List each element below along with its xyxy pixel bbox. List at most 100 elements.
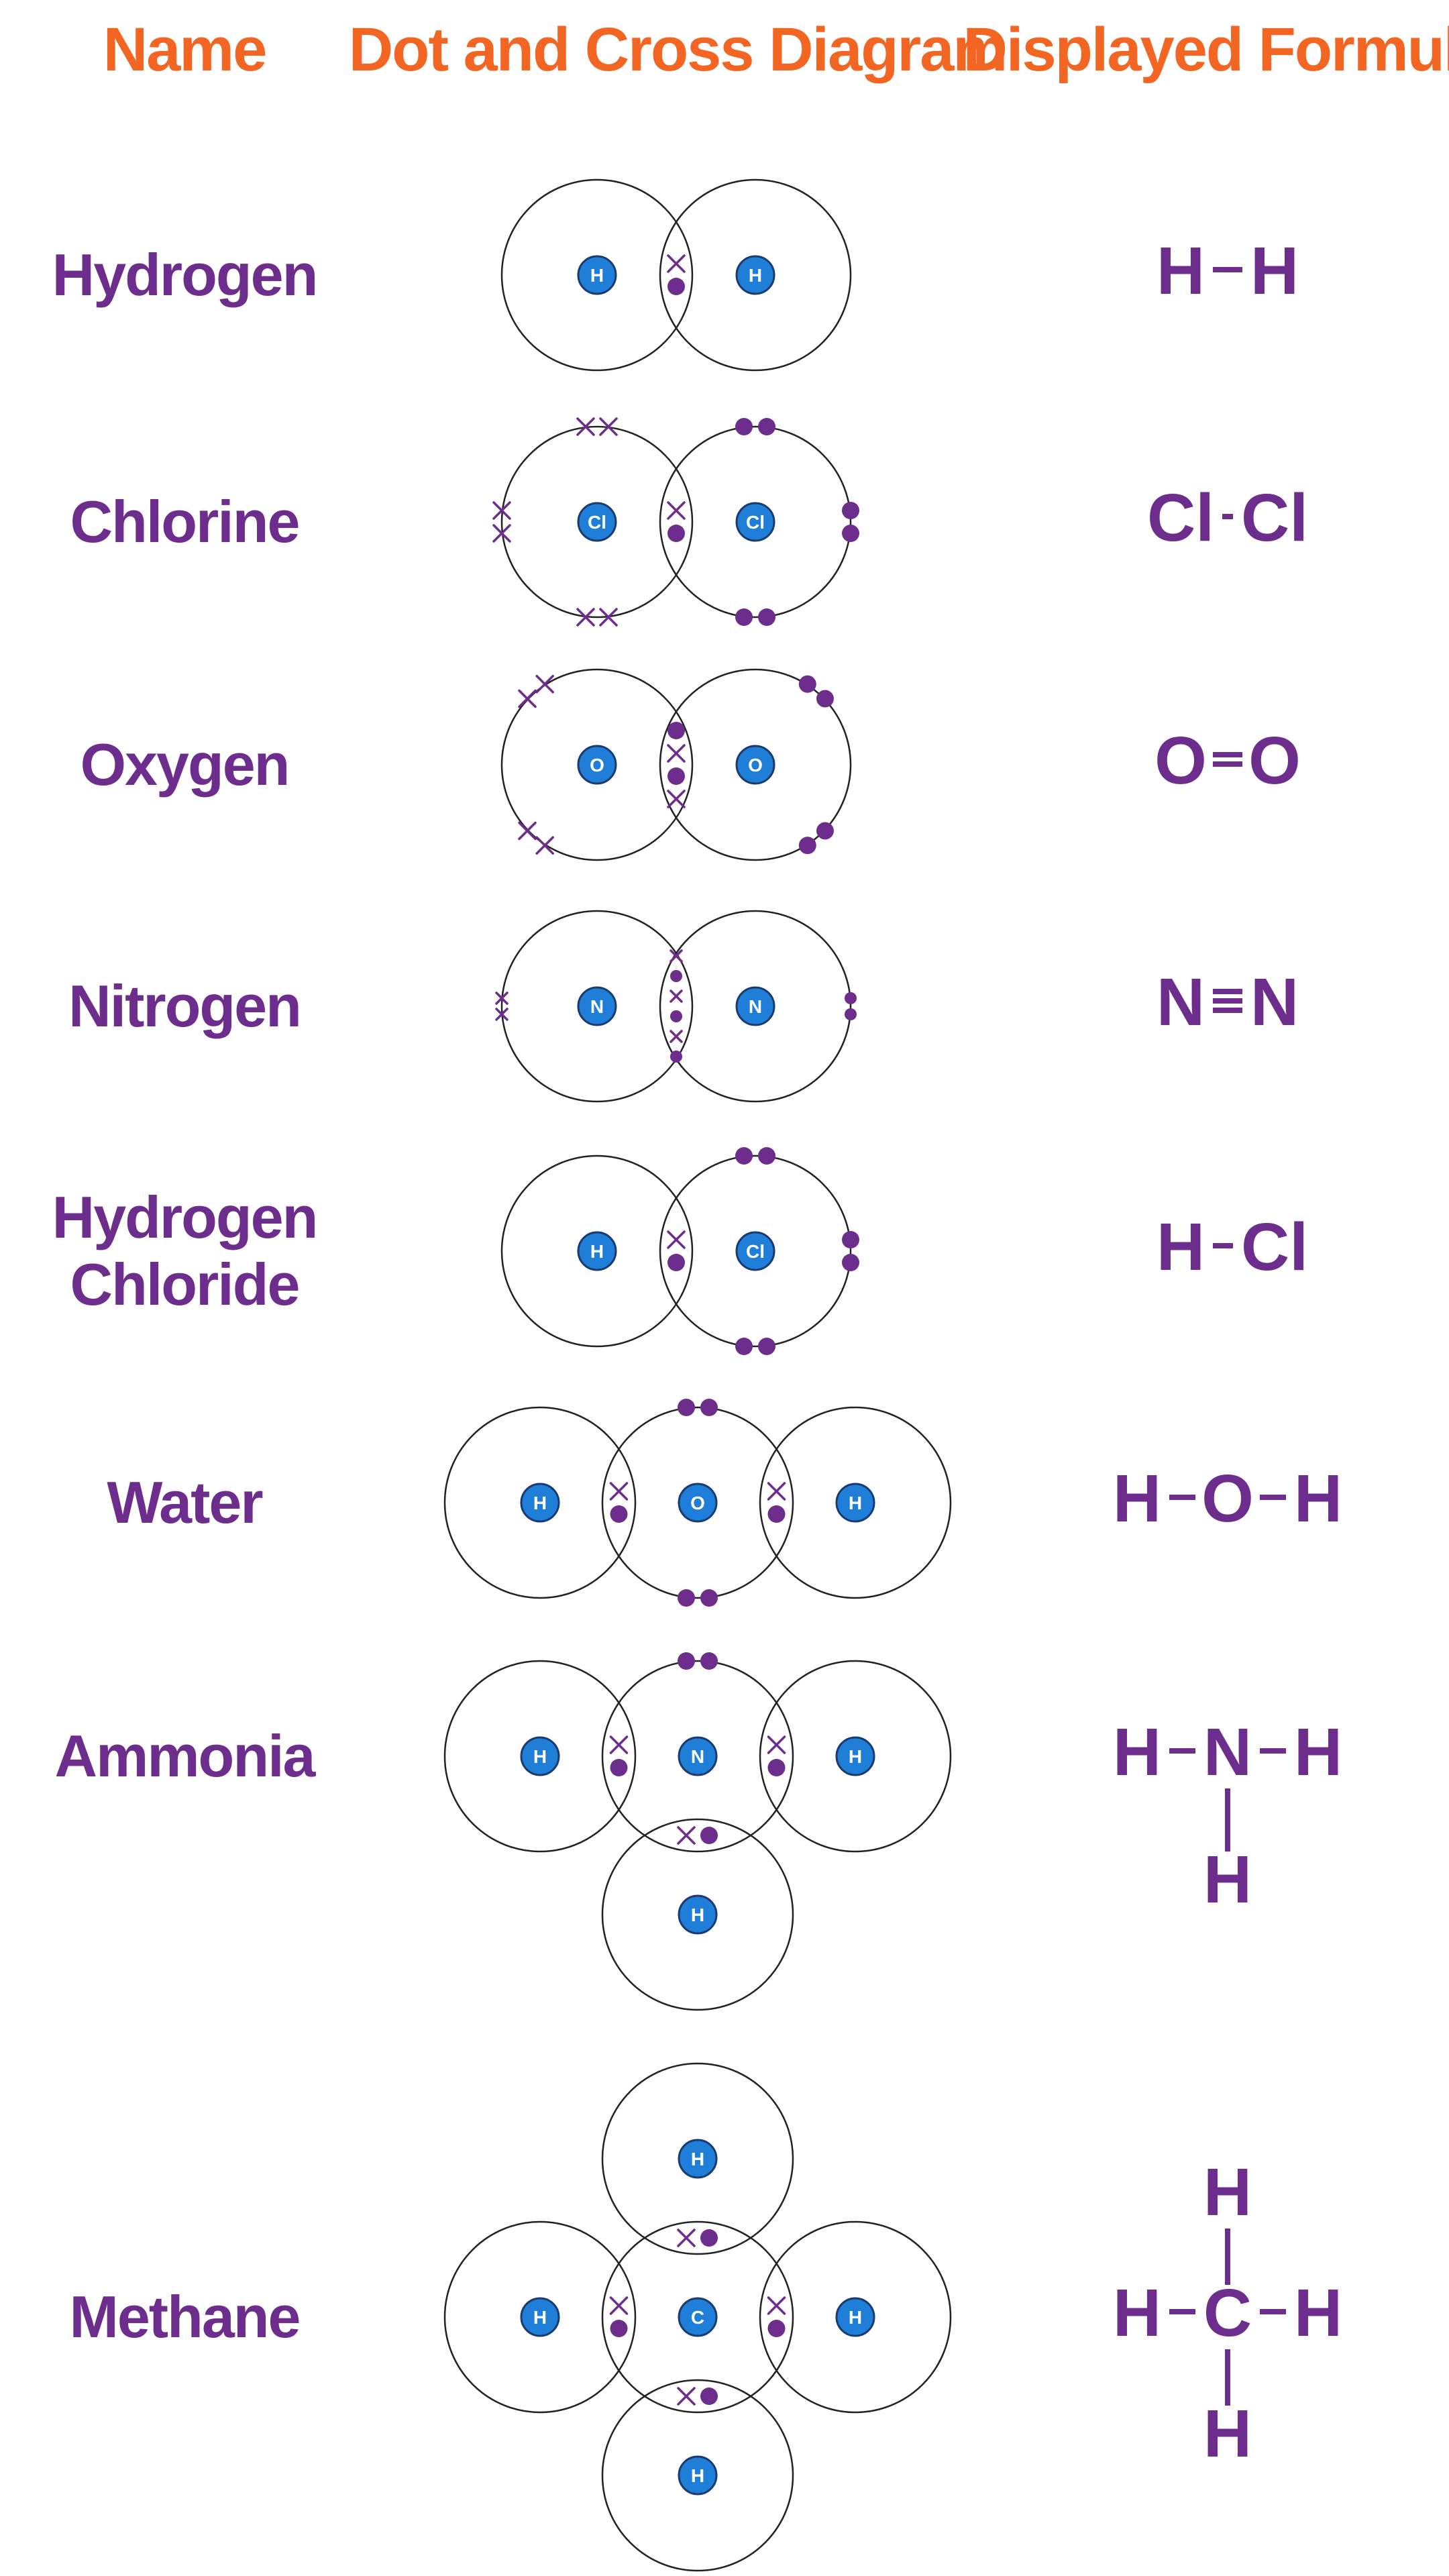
nucleus-n (678, 1736, 718, 1776)
formula-atom-n: N (1157, 965, 1205, 1040)
formula-atom-h: H (1250, 233, 1299, 309)
electron-shell (601, 2379, 794, 2572)
electron-shell (500, 910, 694, 1103)
nucleus-symbol: H (590, 265, 604, 286)
electron-cross (609, 1735, 629, 1754)
electron-shell (601, 2220, 794, 2414)
electron-cross (576, 417, 595, 436)
electron-dot (670, 1010, 682, 1022)
formula-atom-h: H (1294, 2275, 1342, 2351)
electron-dot (816, 690, 834, 708)
electron-shell (500, 425, 694, 619)
nucleus-h (835, 1736, 875, 1776)
nucleus-h (520, 1736, 560, 1776)
molecule-name: Methane (70, 2284, 300, 2350)
electron-cross (669, 1030, 683, 1043)
electron-cross (669, 989, 683, 1003)
formula-atom-o: O (1248, 723, 1301, 798)
nucleus-h (678, 1894, 718, 1935)
electron-shell (659, 178, 852, 372)
electron-cross (677, 2229, 696, 2247)
electron-dot (735, 418, 753, 435)
formula-atom-n: N (1203, 1715, 1252, 1790)
electron-cross (677, 1826, 696, 1845)
electron-cross (492, 524, 511, 543)
electron-shell (443, 1406, 637, 1599)
nucleus-o (735, 745, 775, 785)
electron-dot (758, 418, 775, 435)
electron-dot (700, 1827, 718, 1844)
nucleus-symbol: H (590, 1241, 604, 1262)
molecule-name: Hydrogen (52, 241, 317, 308)
electron-shell (500, 668, 694, 861)
nucleus-o (577, 745, 617, 785)
electron-dot (700, 1652, 718, 1670)
electron-dot (610, 1759, 628, 1776)
formula-atom-h: H (1113, 2275, 1161, 2351)
nucleus-symbol: H (533, 1746, 547, 1767)
electron-dot (735, 1147, 753, 1165)
electron-cross (518, 821, 537, 841)
header-dot-and-cross-diagram: Dot and Cross Diagram (349, 15, 1006, 84)
nucleus-cl (577, 502, 617, 542)
electron-cross (767, 2296, 786, 2315)
electron-dot (842, 502, 859, 519)
molecule-name: Chlorine (70, 488, 299, 555)
nucleus-symbol: C (691, 2307, 704, 2328)
electron-dot (700, 2387, 718, 2405)
nucleus-o (678, 1483, 718, 1523)
molecule-name: Chloride (70, 1251, 299, 1318)
molecule-name: Nitrogen (68, 973, 301, 1039)
electron-dot (842, 1231, 859, 1248)
electron-cross (667, 790, 686, 808)
formula-atom-cl: Cl (1241, 1210, 1308, 1285)
electron-dot (758, 1338, 775, 1355)
formula-atom-h: H (1157, 1210, 1205, 1285)
electron-dot (816, 822, 834, 840)
nucleus-h (577, 1231, 617, 1271)
nucleus-symbol: H (533, 2307, 547, 2328)
nucleus-h (835, 1483, 875, 1523)
electron-cross (576, 608, 595, 627)
electron-dot (767, 1759, 786, 1776)
electron-dot (678, 1399, 695, 1416)
nucleus-symbol: H (849, 1746, 862, 1767)
formula-atom-o: O (1201, 1461, 1254, 1536)
electron-cross (667, 1230, 686, 1249)
nucleus-n (577, 986, 617, 1026)
electron-dot (678, 1589, 695, 1607)
molecule-name: Ammonia (55, 1723, 317, 1789)
electron-cross (767, 1735, 786, 1754)
electron-dot (667, 1254, 685, 1271)
electron-cross (492, 501, 511, 520)
nucleus-cl (735, 1231, 775, 1271)
electron-shell (759, 1406, 952, 1599)
nucleus-symbol: H (691, 2149, 704, 2169)
electron-dot (667, 525, 685, 542)
electron-dot (667, 278, 685, 295)
electron-dot (758, 608, 775, 626)
electron-dot (678, 1652, 695, 1670)
electron-cross (677, 2387, 696, 2406)
electron-dot (758, 1147, 775, 1165)
electron-dot (610, 1505, 628, 1523)
electron-shell (443, 2220, 637, 2414)
electron-cross (518, 689, 537, 708)
displayed-formula: H Cl (1157, 1210, 1308, 1285)
nucleus-h (520, 2297, 560, 2337)
electron-cross (495, 991, 508, 1005)
electron-cross (667, 744, 686, 763)
